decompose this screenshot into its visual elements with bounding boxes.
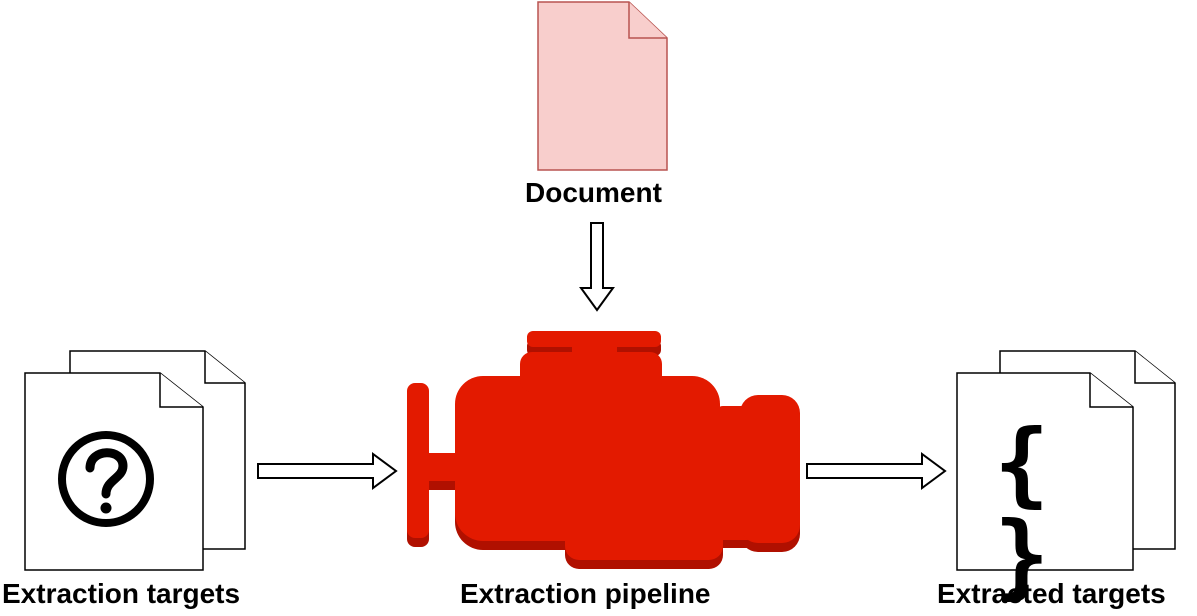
extracted-targets-pages-icon — [956, 350, 1176, 571]
arrow-pipeline-to-extracted — [806, 452, 947, 490]
arrow-document-to-pipeline — [579, 222, 615, 312]
extracted-targets-label: Extracted targets — [937, 578, 1166, 609]
curly-braces-icon: { } — [994, 410, 1068, 609]
question-circle-icon — [58, 431, 154, 527]
extraction-pipeline-label: Extraction pipeline — [460, 578, 711, 609]
extraction-targets-pages-icon — [24, 350, 246, 571]
engine-icon — [407, 331, 800, 569]
document-label: Document — [525, 177, 662, 208]
extraction-targets-label: Extraction targets — [2, 578, 241, 609]
arrow-targets-to-pipeline — [257, 452, 398, 490]
document-icon — [537, 1, 668, 171]
